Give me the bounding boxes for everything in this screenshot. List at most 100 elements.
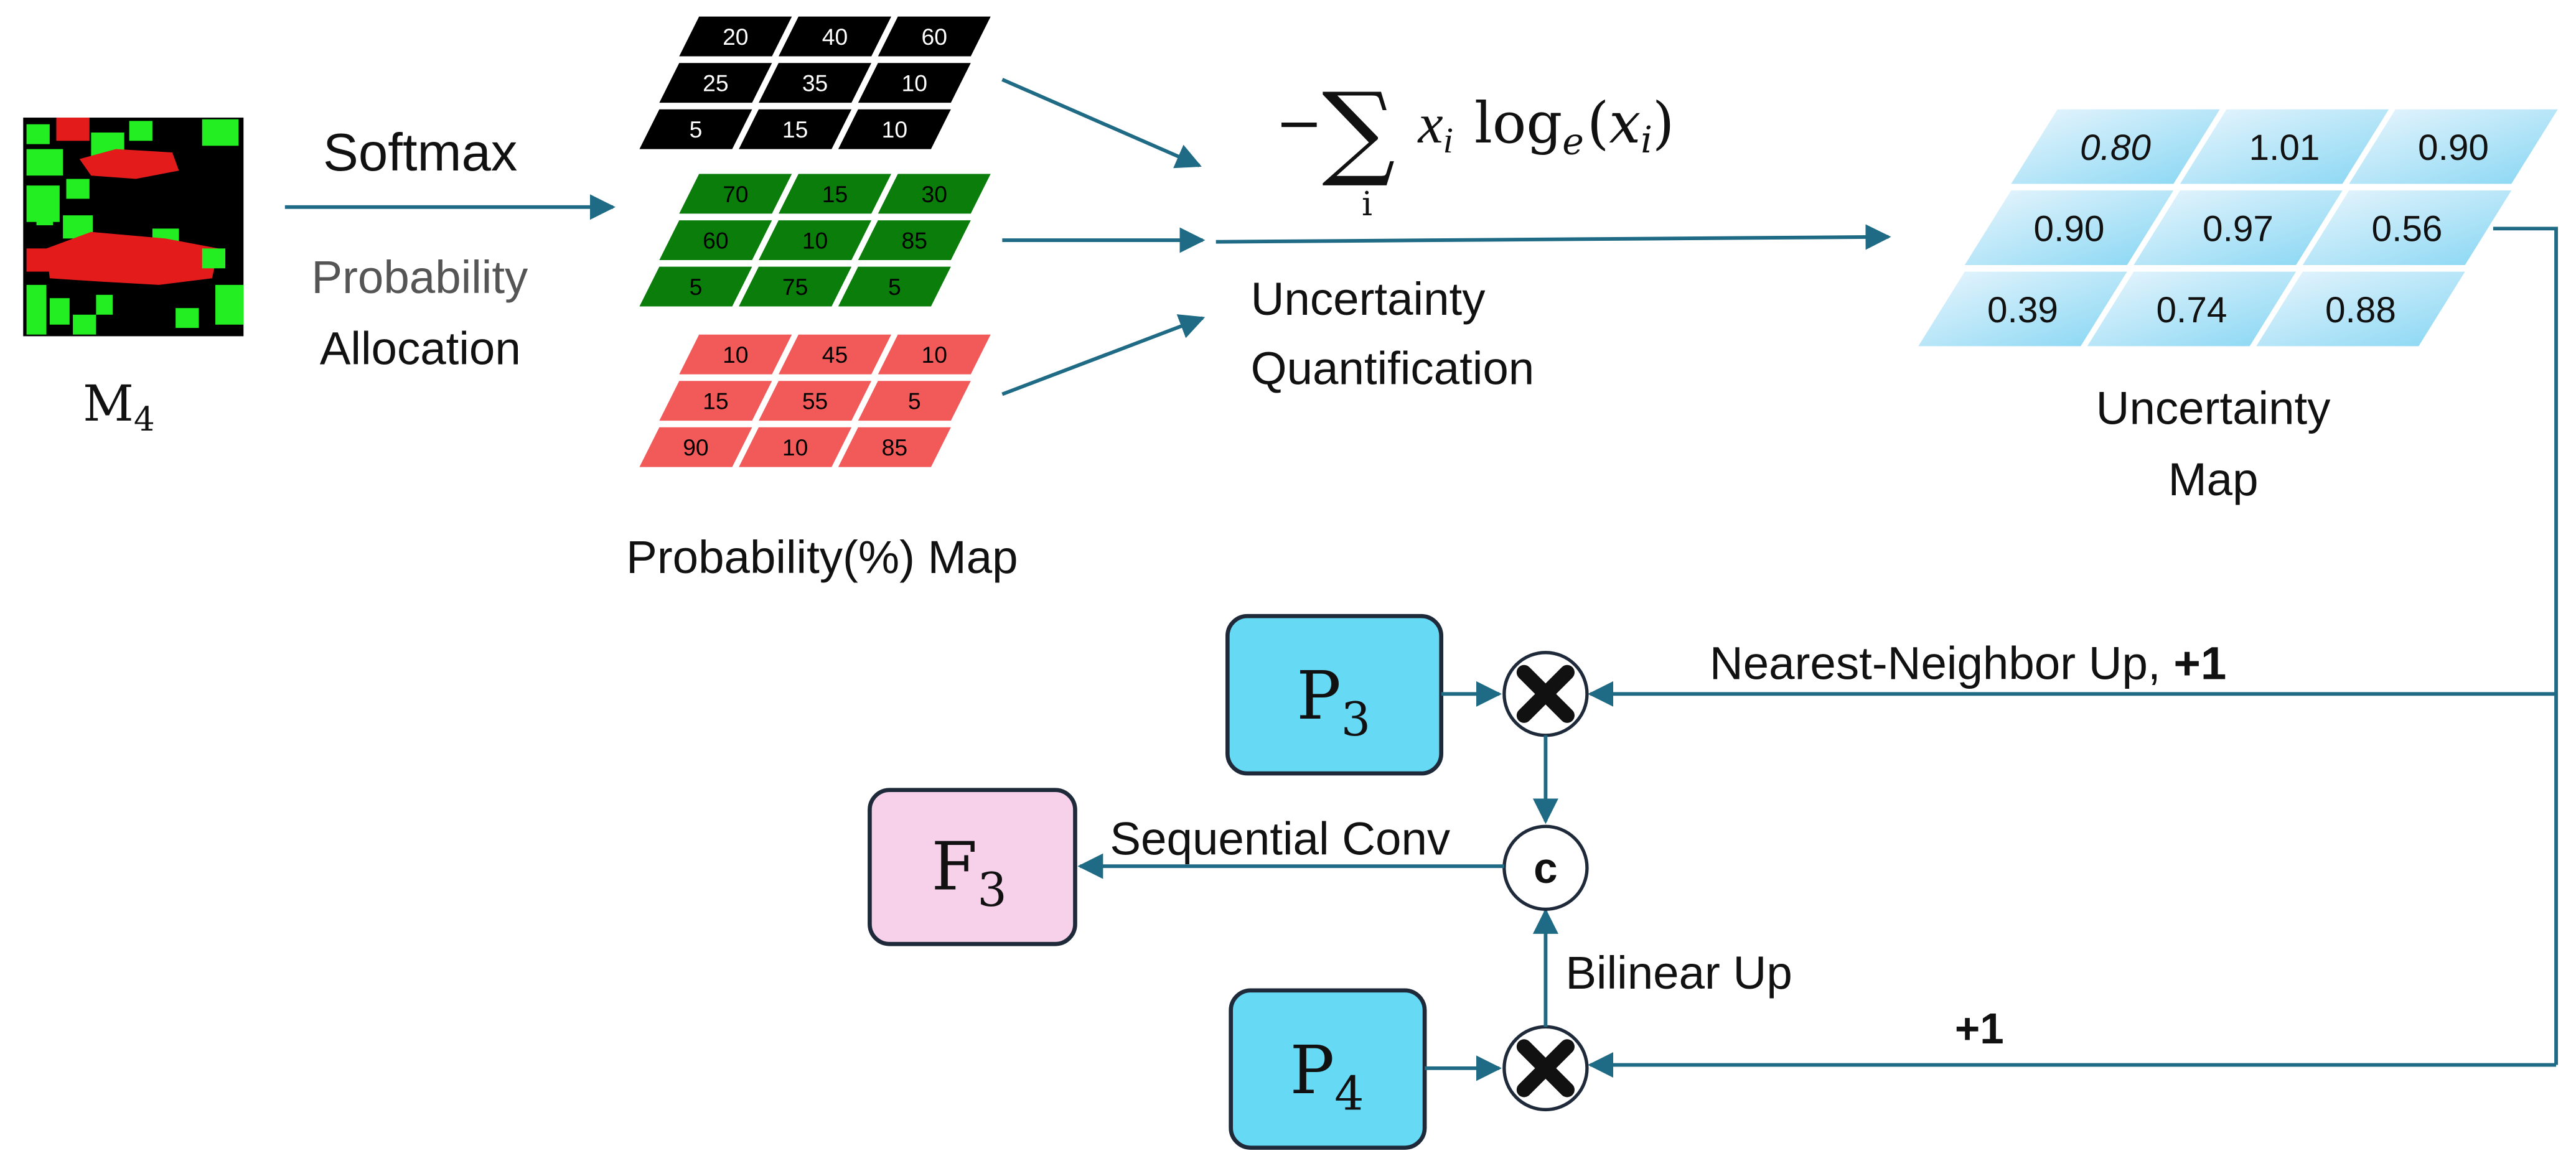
prob-cell-value: 70	[723, 181, 748, 207]
formula-minus: −	[1276, 91, 1323, 156]
prob-cell	[759, 63, 872, 103]
prob-cell	[759, 220, 872, 260]
prob-cell	[779, 334, 892, 375]
input-label: M4	[83, 375, 155, 439]
p4-label: P4	[1290, 1032, 1364, 1121]
formula-arg: (xi)	[1587, 91, 1674, 161]
probability-map-caption: Probability(%) Map	[626, 531, 1018, 583]
prob-cell	[858, 220, 971, 260]
uncertainty-caption-line2: Map	[2168, 454, 2259, 505]
prob-cell	[759, 381, 872, 421]
uncertainty-cell	[2302, 190, 2512, 265]
prob-cell-value: 40	[822, 24, 848, 50]
prob-cell-value: 10	[723, 342, 748, 368]
uncertainty-caption-line1: Uncertainty	[2096, 382, 2331, 434]
uncertainty-cell	[2133, 190, 2343, 265]
prob-cell	[659, 63, 772, 103]
bottom-plus-one-label: +1	[1955, 1004, 2004, 1053]
prob-cell-value: 5	[908, 388, 921, 414]
uncertainty-cell-value: 1.01	[2249, 128, 2320, 168]
prob-cell-value: 15	[703, 388, 728, 414]
uncertainty-cell	[1918, 271, 2127, 347]
prob-cell-value: 60	[703, 227, 728, 253]
prob-cell-value: 10	[802, 227, 828, 253]
entropy-label-line1: Uncertainty	[1251, 273, 1486, 325]
prob-cell	[838, 266, 951, 307]
uncertainty-feedback-line	[2493, 226, 2558, 1065]
prob-cell-value: 10	[782, 434, 808, 460]
p3-box: P3	[1225, 613, 1444, 776]
prob-cell-value: 85	[882, 434, 907, 460]
prob-cell-value: 85	[902, 227, 927, 253]
uncertainty-cell-value: 0.39	[1987, 290, 2058, 330]
arrow-red-to-entropy	[1001, 314, 1206, 396]
prob-cell	[739, 109, 852, 149]
prob-cell-value: 5	[690, 274, 703, 300]
uncertainty-cell	[2349, 109, 2558, 184]
entropy-formula: − ∑ i xi loge (xi)	[1276, 70, 1675, 223]
multiply-node-top	[1502, 651, 1589, 737]
bilinear-up-label: Bilinear Up	[1565, 947, 1792, 999]
formula-sigma: ∑	[1322, 70, 1395, 190]
multiply-node-bottom	[1502, 1025, 1589, 1112]
prob-cell	[878, 334, 991, 375]
prob-cell	[878, 174, 991, 214]
prob-cell-value: 55	[802, 388, 828, 414]
concat-node: c	[1502, 824, 1589, 912]
arrow-black-to-entropy	[1001, 78, 1202, 169]
uncertainty-cell	[2180, 109, 2389, 184]
softmax-title: Softmax	[323, 123, 517, 182]
prob-cell	[639, 266, 752, 307]
prob-cell	[659, 220, 772, 260]
uncertainty-cell	[2087, 271, 2297, 347]
prob-cell-value: 15	[782, 116, 808, 142]
p3-label: P3	[1296, 658, 1370, 747]
prob-cell	[858, 381, 971, 421]
prob-cell	[679, 334, 792, 375]
f3-box: F3	[868, 788, 1077, 946]
prob-cell-value: 90	[683, 434, 708, 460]
uncertainty-cell-value: 0.80	[2080, 128, 2151, 168]
prob-cell-value: 30	[922, 181, 947, 207]
f3-label: F3	[931, 828, 1006, 917]
p4-box: P4	[1229, 988, 1427, 1150]
uncertainty-cell	[2256, 271, 2465, 347]
prob-cell	[739, 427, 852, 467]
prob-cell-value: 10	[882, 116, 907, 142]
formula-x: xi	[1417, 92, 1453, 161]
prob-cell-value: 25	[703, 70, 728, 96]
formula-log: loge	[1474, 91, 1584, 163]
prob-cell-value: 35	[802, 70, 828, 96]
prob-cell-value: 45	[822, 342, 848, 368]
prob-cell	[659, 381, 772, 421]
uncertainty-cell-value: 0.90	[2034, 208, 2105, 249]
sequential-conv-label: Sequential Conv	[1110, 813, 1450, 865]
softmax-subtitle-line2: Allocation	[320, 323, 521, 375]
prob-cell-value: 5	[690, 116, 703, 142]
prob-cell	[779, 16, 892, 57]
formula-index: i	[1362, 185, 1372, 223]
prob-cell-value: 5	[888, 274, 901, 300]
prob-cell	[679, 174, 792, 214]
entropy-label-line2: Quantification	[1251, 343, 1535, 394]
uncertainty-cell-value: 0.56	[2372, 208, 2443, 249]
prob-cell	[878, 16, 991, 57]
prob-cell-value: 75	[782, 274, 808, 300]
softmax-subtitle-line1: Probability	[311, 251, 528, 303]
uncertainty-cell	[1964, 190, 2174, 265]
uncertainty-cell-value: 0.90	[2418, 128, 2489, 168]
arrow-entropy-to-uncertainty	[1215, 224, 1891, 250]
nearest-neighbor-label: Nearest-Neighbor Up, +1	[1710, 637, 2226, 689]
prob-cell	[739, 266, 852, 307]
uncertainty-cell	[2011, 109, 2220, 184]
prob-cell-value: 10	[922, 342, 947, 368]
prob-cell-value: 15	[822, 181, 848, 207]
prob-cell-value: 10	[902, 70, 927, 96]
input-mask-image	[23, 118, 244, 337]
concat-label: c	[1534, 844, 1557, 892]
